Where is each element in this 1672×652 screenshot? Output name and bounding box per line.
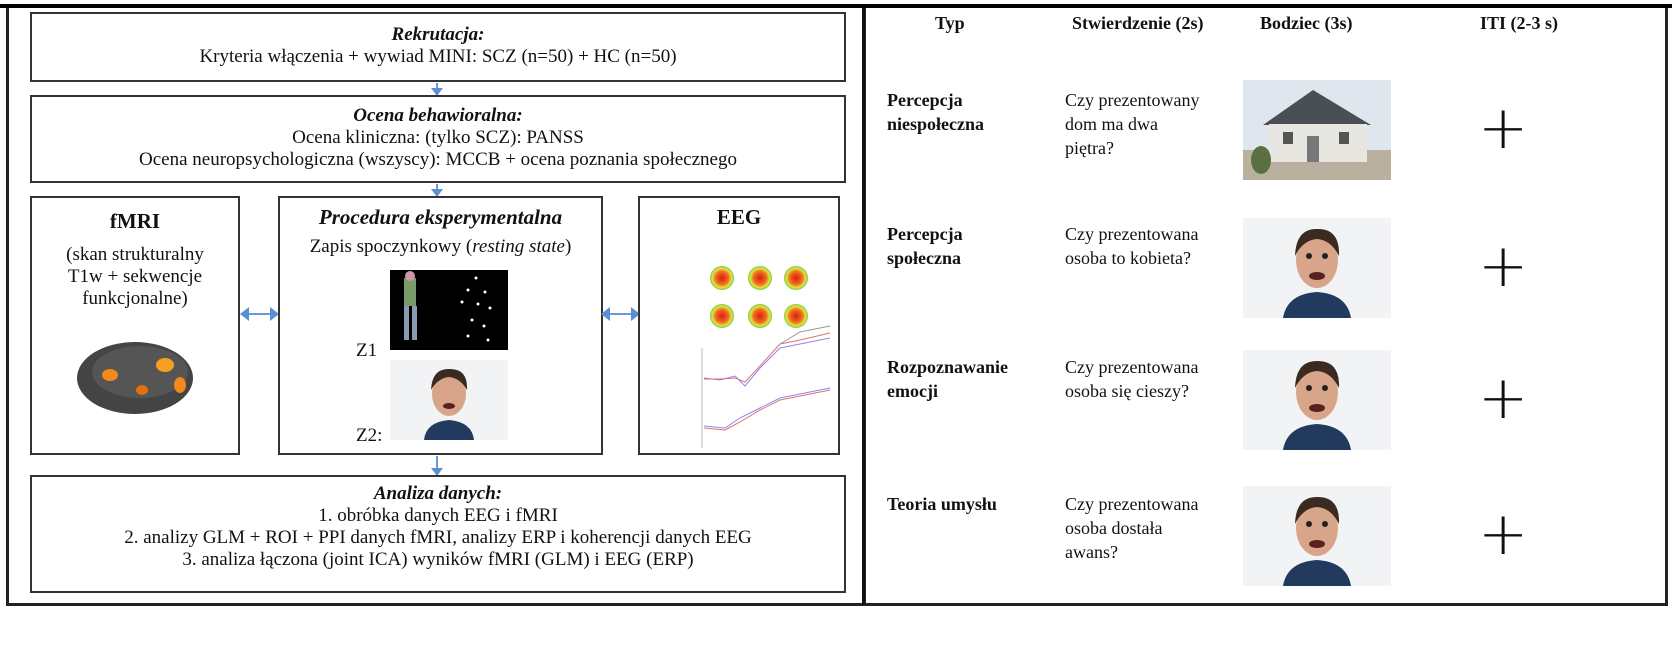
face-stimulus-image [1243, 350, 1391, 450]
arrow-down [431, 184, 443, 197]
recruitment-text: Kryteria włączenia + wywiad MINI: SCZ (n… [199, 46, 677, 67]
procedure-title: Procedura eksperymentalna [318, 205, 563, 229]
fixation-cross-icon: + [1478, 363, 1529, 433]
behavioral-line2: Ocena neuropsychologiczna (wszyscy): MCC… [139, 149, 737, 170]
header-statement: Stwierdzenie (2s) [1072, 13, 1204, 33]
recruitment-box: Rekrutacja: Kryteria włączenia + wywiad … [30, 12, 846, 82]
analysis-line2: 2. analizy GLM + ROI + PPI danych fMRI, … [124, 527, 752, 548]
fmri-text: (skan strukturalny [66, 244, 204, 265]
behavioral-title: Ocena behawioralna: [353, 105, 523, 126]
resting-state-text: Zapis spoczynkowy (resting state) [309, 236, 572, 257]
analysis-title: Analiza danych: [373, 483, 503, 504]
analysis-line1: 1. obróbka danych EEG i fMRI [318, 505, 558, 526]
top-border [0, 0, 1672, 8]
brain-image [77, 342, 193, 414]
procedure-box: Procedura eksperymentalna Zapis spoczynk… [278, 196, 603, 455]
behavioral-box: Ocena behawioralna: Ocena kliniczna: (ty… [30, 95, 846, 183]
fixation-cross-icon: + [1478, 93, 1529, 163]
point-light-stimulus [390, 270, 508, 350]
fmri-box: fMRI (skan strukturalny T1w + sekwencje … [30, 196, 240, 455]
behavioral-line1: Ocena kliniczna: (tylko SCZ): PANSS [292, 127, 584, 148]
row-type: Teoria umysłu [887, 494, 997, 514]
header-stimulus: Bodziec (3s) [1260, 13, 1353, 33]
z2-label: Z2: [356, 425, 383, 446]
fixation-cross-icon: + [1478, 499, 1529, 569]
fmri-text: funkcjonalne) [82, 288, 188, 309]
task-table-panel [862, 8, 1668, 606]
recruitment-title: Rekrutacja: [391, 24, 485, 45]
face-stimulus [390, 360, 508, 440]
fmri-title: fMRI [109, 209, 161, 233]
bidirectional-arrow [240, 307, 279, 321]
header-iti: ITI (2-3 s) [1480, 13, 1559, 33]
z1-label: Z1 [356, 340, 378, 361]
face-stimulus-image [1243, 486, 1391, 586]
house-stimulus-image [1243, 80, 1391, 180]
fmri-text: T1w + sekwencje [67, 266, 203, 287]
analysis-box: Analiza danych: 1. obróbka danych EEG i … [30, 475, 846, 593]
analysis-line3: 3. analiza łączona (joint ICA) wyników f… [182, 549, 694, 570]
face-stimulus-image [1243, 218, 1391, 318]
bidirectional-arrow [601, 307, 640, 321]
arrow-down [431, 83, 443, 96]
fixation-cross-icon: + [1478, 231, 1529, 301]
eeg-box: EEG [638, 196, 840, 455]
eeg-title: EEG [716, 205, 762, 229]
eeg-plots [701, 266, 831, 448]
header-type: Typ [935, 13, 965, 33]
arrow-down [431, 456, 443, 476]
